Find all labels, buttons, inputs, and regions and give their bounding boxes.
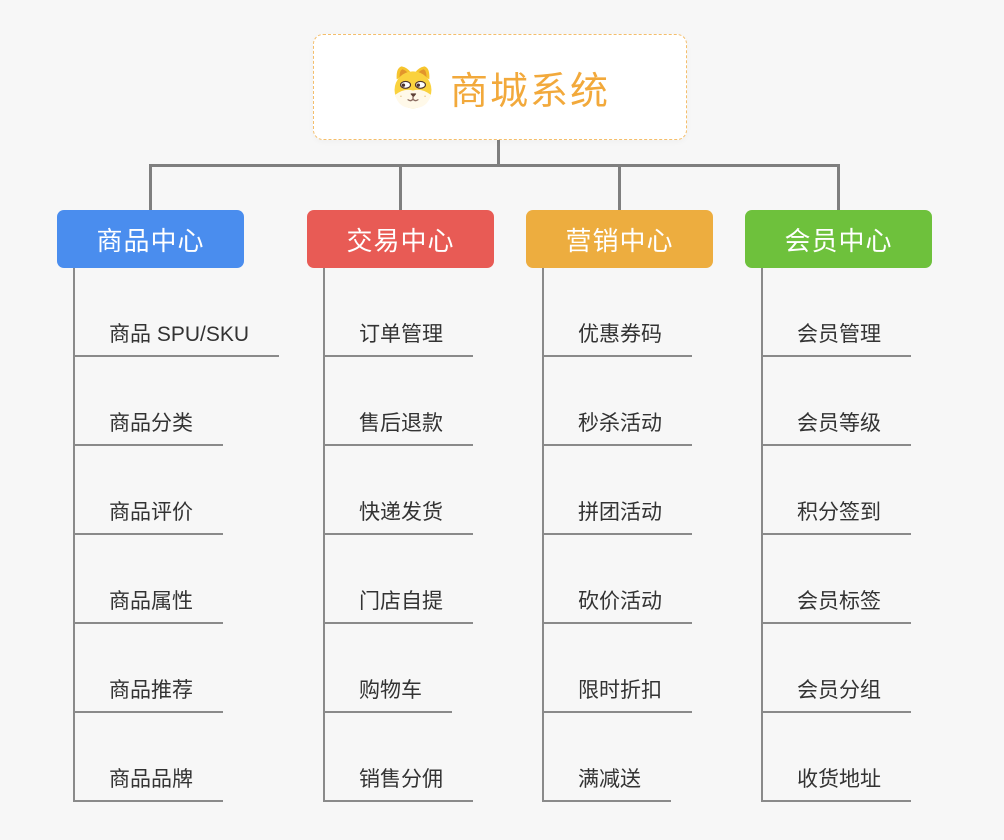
node-order-management[interactable]: 订单管理 bbox=[325, 268, 473, 357]
shiba-dog-icon bbox=[390, 65, 436, 109]
node-product-brand[interactable]: 商品品牌 bbox=[75, 713, 223, 802]
node-full-reduction[interactable]: 满减送 bbox=[544, 713, 671, 802]
node-member-level[interactable]: 会员等级 bbox=[763, 357, 911, 446]
connector-horizontal-line bbox=[149, 164, 840, 167]
branch-product-center: 商品中心 商品 SPU/SKU 商品分类 商品评价 商品属性 商品推荐 商品品牌 bbox=[57, 210, 297, 802]
branch-items-member-center: 会员管理 会员等级 积分签到 会员标签 会员分组 收货地址 bbox=[761, 268, 985, 802]
node-shopping-cart[interactable]: 购物车 bbox=[325, 624, 452, 713]
node-product-review[interactable]: 商品评价 bbox=[75, 446, 223, 535]
branch-trade-center: 交易中心 订单管理 售后退款 快递发货 门店自提 购物车 销售分佣 bbox=[307, 210, 547, 802]
node-member-management[interactable]: 会员管理 bbox=[763, 268, 911, 357]
branch-marketing-center: 营销中心 优惠券码 秒杀活动 拼团活动 砍价活动 限时折扣 满减送 bbox=[526, 210, 766, 802]
branch-items-product-center: 商品 SPU/SKU 商品分类 商品评价 商品属性 商品推荐 商品品牌 bbox=[73, 268, 297, 802]
node-product-category[interactable]: 商品分类 bbox=[75, 357, 223, 446]
node-product-spu-sku[interactable]: 商品 SPU/SKU bbox=[75, 268, 280, 357]
node-shipping-address[interactable]: 收货地址 bbox=[763, 713, 911, 802]
branch-member-center: 会员中心 会员管理 会员等级 积分签到 会员标签 会员分组 收货地址 bbox=[745, 210, 985, 802]
node-member-tag[interactable]: 会员标签 bbox=[763, 535, 911, 624]
connector-drop-marketing bbox=[618, 164, 621, 211]
connector-root-stem bbox=[497, 140, 500, 167]
branch-items-marketing-center: 优惠券码 秒杀活动 拼团活动 砍价活动 限时折扣 满减送 bbox=[542, 268, 766, 802]
node-group-buy[interactable]: 拼团活动 bbox=[544, 446, 692, 535]
branch-header-product-center[interactable]: 商品中心 bbox=[57, 210, 244, 268]
root-node-mall-system[interactable]: 商城系统 bbox=[313, 34, 687, 140]
connector-drop-products bbox=[149, 164, 152, 211]
node-product-attribute[interactable]: 商品属性 bbox=[75, 535, 223, 624]
node-limited-time-discount[interactable]: 限时折扣 bbox=[544, 624, 692, 713]
node-member-group[interactable]: 会员分组 bbox=[763, 624, 911, 713]
node-express-delivery[interactable]: 快递发货 bbox=[325, 446, 473, 535]
connector-drop-trade bbox=[399, 164, 402, 211]
node-aftersale-refund[interactable]: 售后退款 bbox=[325, 357, 473, 446]
node-coupon-code[interactable]: 优惠券码 bbox=[544, 268, 692, 357]
node-sales-commission[interactable]: 销售分佣 bbox=[325, 713, 473, 802]
node-product-recommend[interactable]: 商品推荐 bbox=[75, 624, 223, 713]
branch-header-member-center[interactable]: 会员中心 bbox=[745, 210, 932, 268]
branch-items-trade-center: 订单管理 售后退款 快递发货 门店自提 购物车 销售分佣 bbox=[323, 268, 547, 802]
branch-header-trade-center[interactable]: 交易中心 bbox=[307, 210, 494, 268]
branch-header-marketing-center[interactable]: 营销中心 bbox=[526, 210, 713, 268]
node-points-checkin[interactable]: 积分签到 bbox=[763, 446, 911, 535]
connector-drop-member bbox=[837, 164, 840, 211]
node-flash-sale[interactable]: 秒杀活动 bbox=[544, 357, 692, 446]
root-title: 商城系统 bbox=[449, 70, 610, 113]
node-store-pickup[interactable]: 门店自提 bbox=[325, 535, 473, 624]
node-bargain-activity[interactable]: 砍价活动 bbox=[544, 535, 692, 624]
